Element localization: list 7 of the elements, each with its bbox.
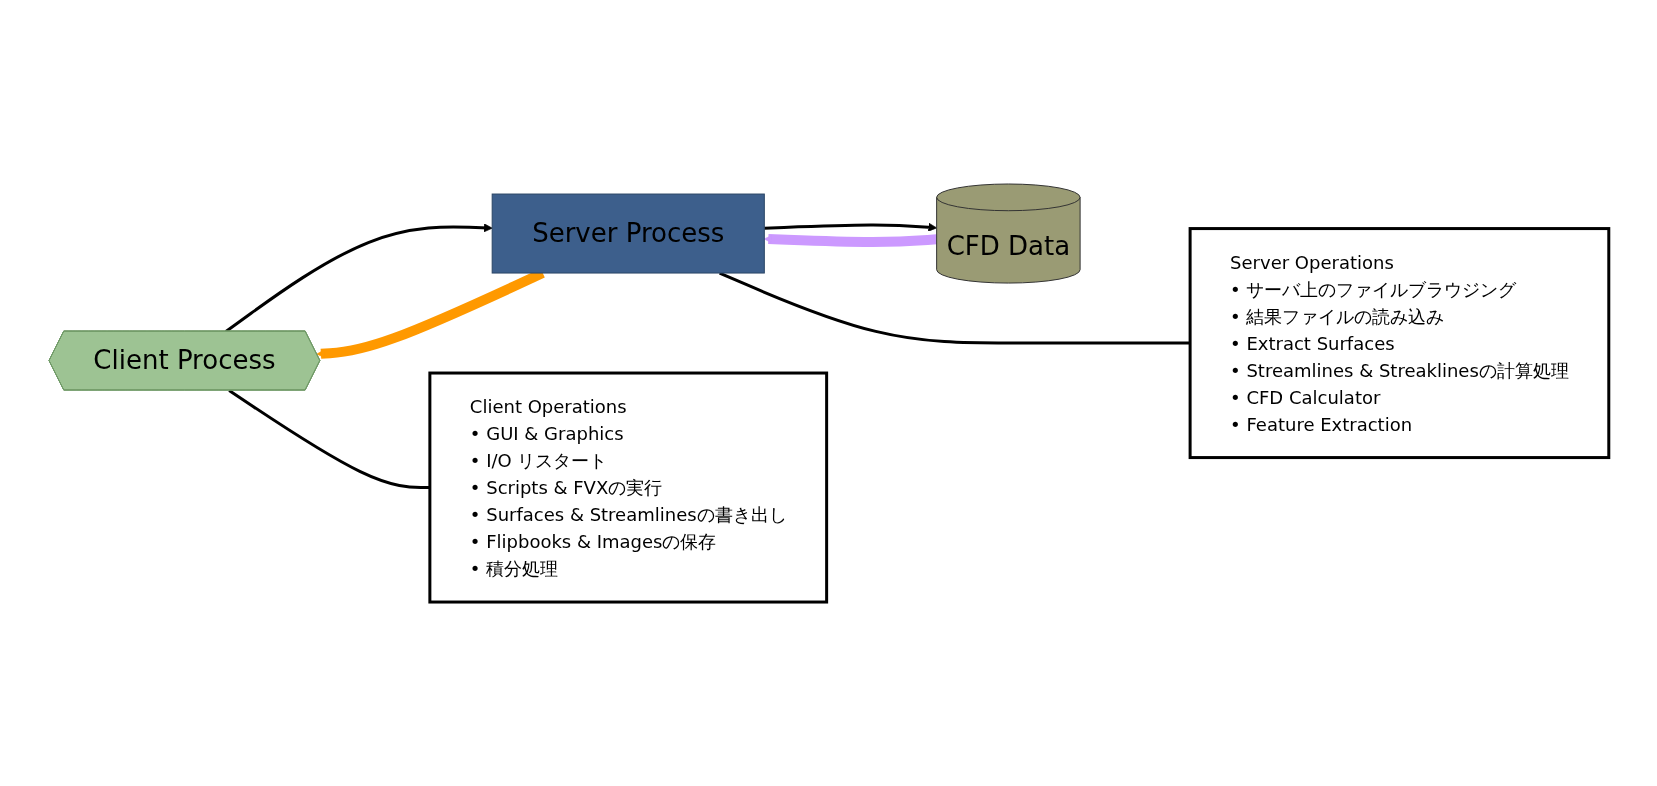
node-box: Server Operations • サーバ上のファイルブラウジング • 結果ファイルの読み込み • Extract Surfaces • Streamlines & Streaklinesの計算処理 • CFD Calculator • Feature Extraction [1188, 227, 1610, 460]
arrow [224, 223, 493, 333]
connector [227, 389, 430, 489]
node-box: Client Operations • GUI & Graphics • I/O リスタート • Scripts & FVXの実行 • Surfaces & Streamlinesの書き出し • Flipbooks & Imagesの保存 • 積分処理 [427, 371, 828, 604]
arrow [763, 234, 937, 248]
node-box: Server Process [491, 193, 765, 274]
arrow [763, 222, 937, 232]
